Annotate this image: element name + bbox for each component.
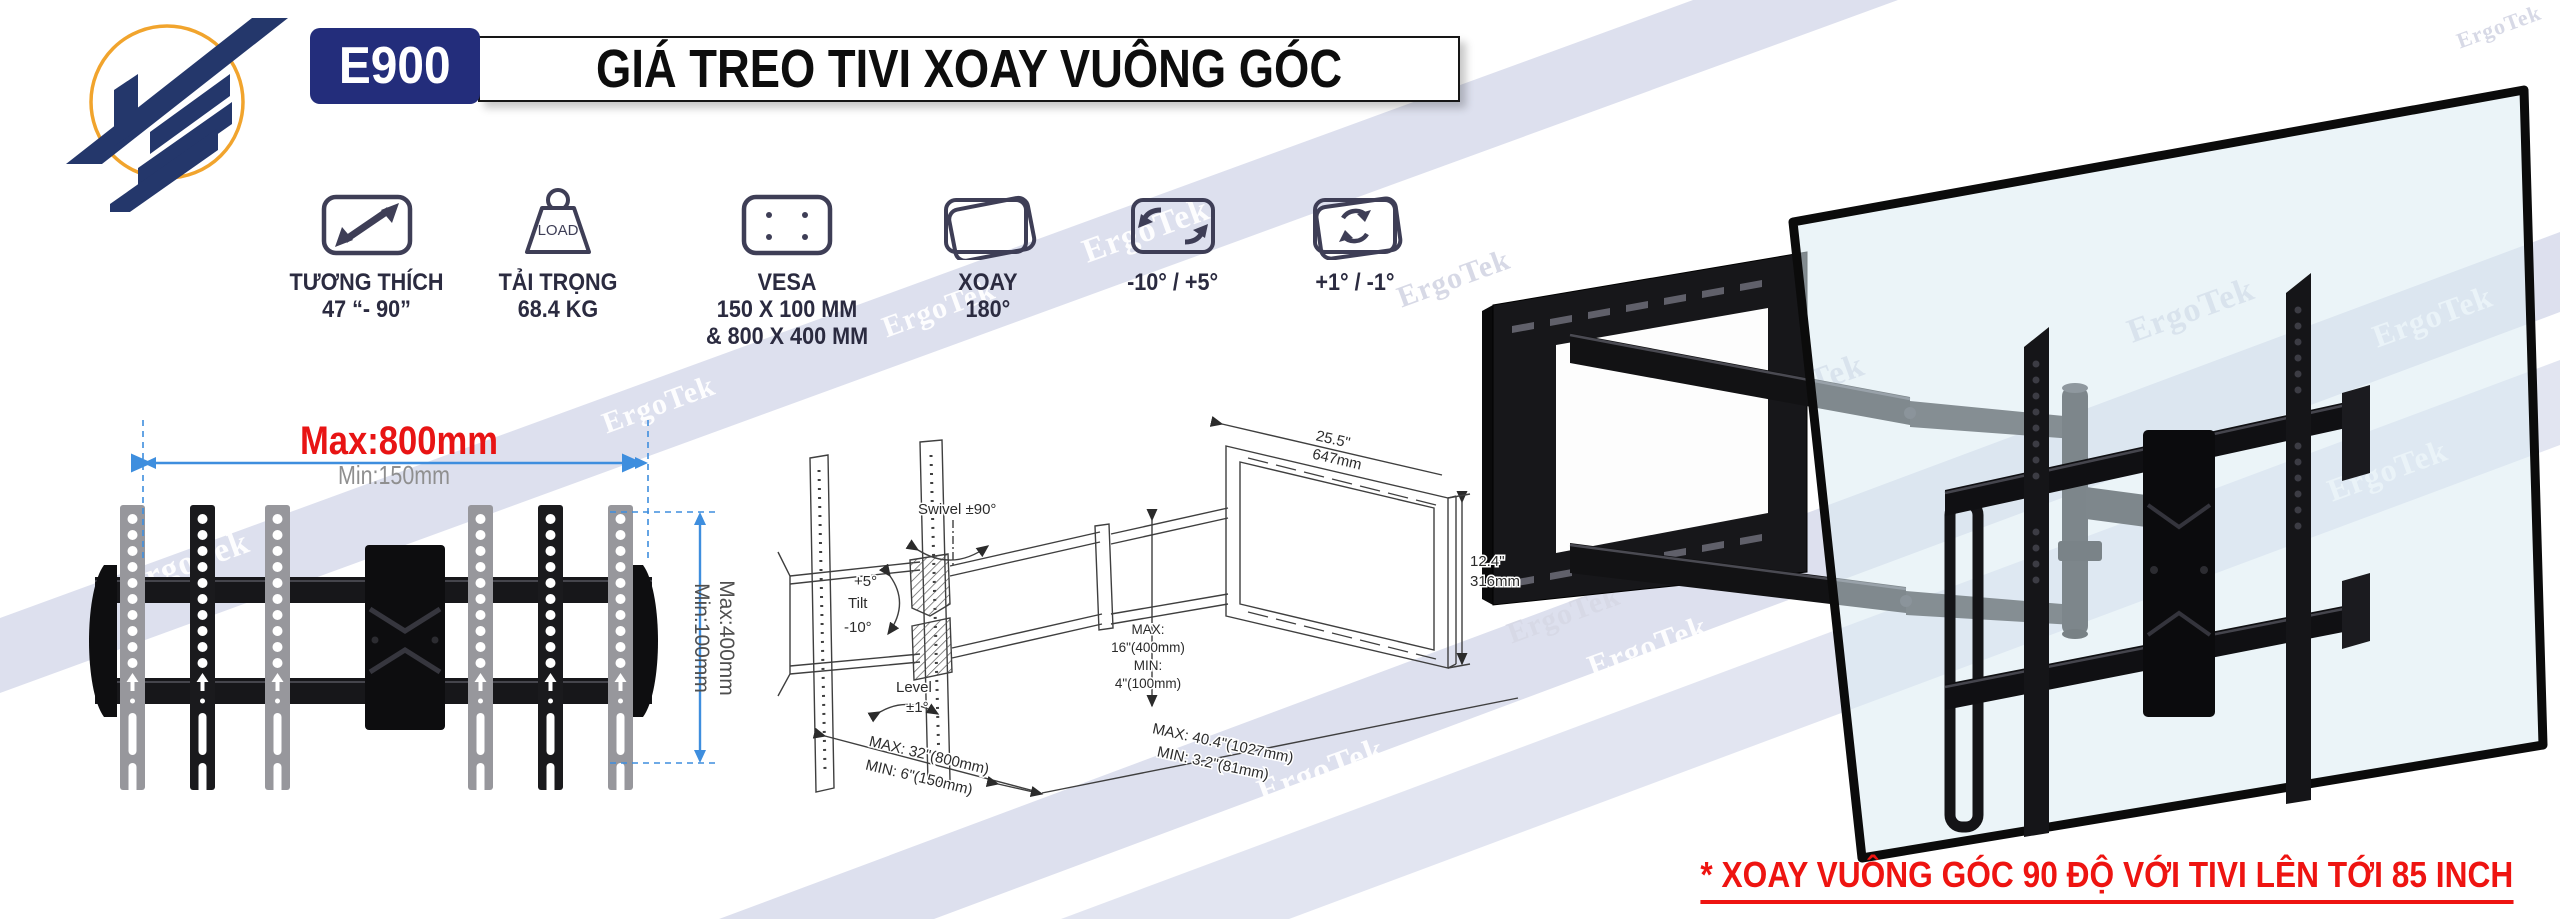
isometric-drawing: Swivel ±90° +5° Tilt -10° Level ±1° 25.5…: [777, 416, 1522, 800]
tilt-down-label: -10°: [844, 619, 872, 636]
wireframe: [777, 416, 1519, 797]
vesa-rail: [538, 505, 563, 797]
swivel-icon: [944, 195, 1037, 260]
tilt-icon: [1131, 198, 1215, 254]
rotate-icon: [1313, 196, 1403, 260]
vesa-rail-ghost: [608, 505, 633, 797]
logo-monogram-icon: [66, 18, 288, 212]
page-title: GIÁ TREO TIVI XOAY VUÔNG GÓC: [595, 39, 1343, 99]
spec-label: +1° / -1°: [1315, 269, 1395, 296]
model-number: E900: [339, 37, 451, 95]
load-weight-icon: LOAD: [525, 188, 591, 254]
max-height-label: Max:400mm: [715, 580, 738, 696]
spec-rotate: +1° / -1°: [1235, 188, 1475, 297]
width-dimension: Max:800mm Min:150mm: [130, 419, 649, 560]
footnote: * XOAY VUÔNG GÓC 90 ĐỘ VỚI TIVI LÊN TỚI …: [1645, 854, 2514, 904]
min-height-label: Min:100mm: [690, 583, 713, 693]
vesa-rail: [190, 505, 215, 797]
svg-text:LOAD: LOAD: [538, 222, 579, 239]
vesa-rail-ghost: [468, 505, 493, 797]
footnote-text: * XOAY VUÔNG GÓC 90 ĐỘ VỚI TIVI LÊN TỚI …: [1700, 854, 2514, 904]
vesa-assembly: [1944, 273, 2370, 837]
rail-height-min-val: 4"(100mm): [1115, 676, 1181, 691]
rail-height-min: MIN:: [1134, 658, 1163, 673]
spec-label: -10° / +5°: [1127, 269, 1219, 296]
product-render: [1482, 85, 2548, 863]
plate-height-in: 12.4": [1470, 553, 1505, 570]
rail-height-max: MAX:: [1131, 622, 1164, 637]
model-badge: E900: [310, 28, 480, 104]
level-deg-label: ±1°: [906, 699, 929, 716]
tilt-label: Tilt: [848, 595, 868, 612]
rail-height-max-val: 16"(400mm): [1111, 640, 1185, 655]
vesa-pattern-icon: [741, 194, 833, 256]
height-dimension: Max:400mm Min:100mm: [610, 511, 738, 764]
brand-logo: [66, 18, 288, 212]
title-bar: GIÁ TREO TIVI XOAY VUÔNG GÓC: [478, 36, 1460, 102]
front-view-diagram: Max:800mm Min:150mm Max:400mm Min:100mm: [89, 419, 738, 797]
min-width-label: Min:150mm: [338, 460, 450, 490]
level-label: Level: [896, 679, 932, 696]
plate-height-mm: 316mm: [1470, 573, 1520, 590]
plate-width-mm: 647mm: [1311, 446, 1364, 474]
tilt-up-label: +5°: [854, 573, 877, 590]
vesa-rail-ghost: [120, 505, 145, 797]
spec-tilt: -10° / +5°: [1053, 188, 1293, 297]
right-end-cap: [630, 565, 658, 717]
left-end-cap: [89, 565, 117, 717]
size-range-icon: [321, 194, 413, 256]
center-plate: [365, 545, 445, 730]
vesa-rail-ghost: [265, 505, 290, 797]
swivel-label: Swivel ±90°: [918, 501, 996, 518]
max-width-label: Max:800mm: [300, 419, 498, 463]
